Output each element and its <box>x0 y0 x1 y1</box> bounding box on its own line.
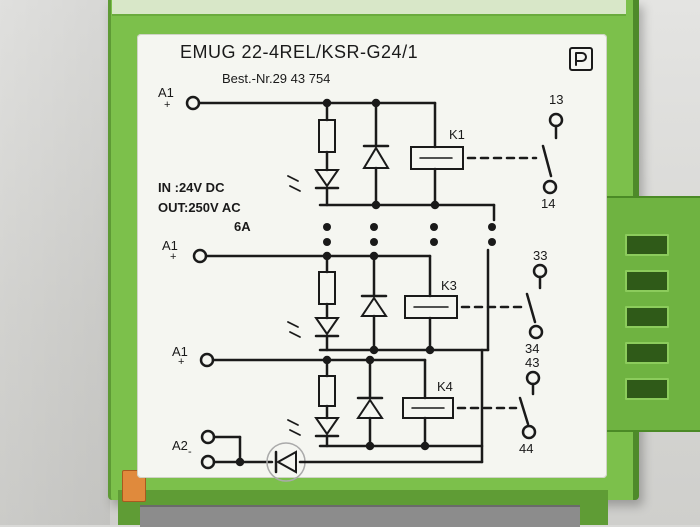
terminal-label-14: 14 <box>541 196 556 211</box>
terminal-33 <box>532 263 548 279</box>
terminal-a1-k1 <box>185 95 201 111</box>
current-rating: 6A <box>234 219 251 234</box>
terminal-a2-top <box>200 429 216 445</box>
terminal-label-44: 44 <box>519 441 534 456</box>
terminal-label-33: 33 <box>533 248 548 263</box>
polarity-plus: + <box>178 356 185 368</box>
omitted-channel-dots <box>323 223 496 246</box>
terminal-slot <box>625 306 669 328</box>
relay-label-k4: K4 <box>437 379 453 394</box>
terminal-44 <box>521 424 537 440</box>
din-rail <box>140 505 580 527</box>
terminal-slot <box>625 270 669 292</box>
led-symbol <box>314 169 340 188</box>
terminal-slot <box>625 378 669 400</box>
phoenix-contact-logo <box>569 47 593 71</box>
polarity-plus: + <box>164 99 171 111</box>
terminal-slot <box>625 342 669 364</box>
housing-top-lip <box>112 0 626 16</box>
terminal-a1-k3 <box>192 248 208 264</box>
polarity-plus: + <box>170 251 177 263</box>
output-rating: OUT:250V AC <box>158 200 241 215</box>
terminal-slot <box>625 234 669 256</box>
background-shadow <box>0 0 110 525</box>
terminal-13 <box>548 112 564 128</box>
terminal-label-a1: A1 <box>158 85 174 100</box>
polarity-minus: - <box>188 446 192 458</box>
resistor-symbol <box>318 119 336 153</box>
a2-common-return <box>200 429 484 482</box>
terminal-14 <box>542 179 558 195</box>
relay-coil-k4 <box>402 397 454 419</box>
reverse-polarity-diode <box>275 450 297 474</box>
plug-in-connector <box>597 196 700 432</box>
model-title: EMUG 22-4REL/KSR-G24/1 <box>180 42 419 62</box>
terminal-label-43: 43 <box>525 355 540 370</box>
terminal-43 <box>525 370 541 386</box>
terminal-label-13: 13 <box>549 92 564 107</box>
diode-symbol <box>362 146 390 169</box>
relay-label-k1: K1 <box>449 127 465 142</box>
input-rating: IN :24V DC <box>158 180 225 195</box>
relay-label-k3: K3 <box>441 278 457 293</box>
channel-k4 <box>199 348 541 464</box>
terminal-a2-bottom <box>200 454 216 470</box>
terminal-label-a1: A1 <box>172 344 188 359</box>
channel-k1 <box>185 95 564 222</box>
order-number: Best.-Nr.29 43 754 <box>222 71 331 86</box>
terminal-label-a1: A1 <box>162 238 178 253</box>
relay-coil-k1 <box>410 146 464 170</box>
terminal-label-a2: A2 <box>172 438 188 453</box>
terminal-label-34: 34 <box>525 341 540 356</box>
terminal-34 <box>528 324 544 340</box>
channel-k3 <box>192 248 548 355</box>
terminal-a1-k4 <box>199 352 215 368</box>
